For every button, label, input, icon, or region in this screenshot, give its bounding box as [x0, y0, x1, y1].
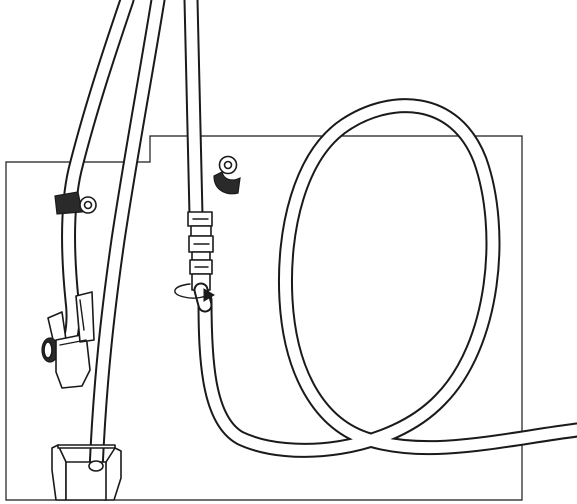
hose-bracket-bottom: [51, 444, 122, 501]
upper-vertical-hose: [183, 0, 204, 223]
mounting-panel: [5, 135, 523, 501]
rotation-arrow-icon: [174, 283, 215, 302]
coiled-hose: [197, 98, 577, 458]
hose-clamp-empty: [213, 155, 241, 195]
center-left-hose: [88, 0, 166, 478]
hose-clamp-left: [54, 191, 97, 215]
hose-fitting: [187, 211, 214, 291]
quick-connect-clip: [41, 291, 95, 389]
